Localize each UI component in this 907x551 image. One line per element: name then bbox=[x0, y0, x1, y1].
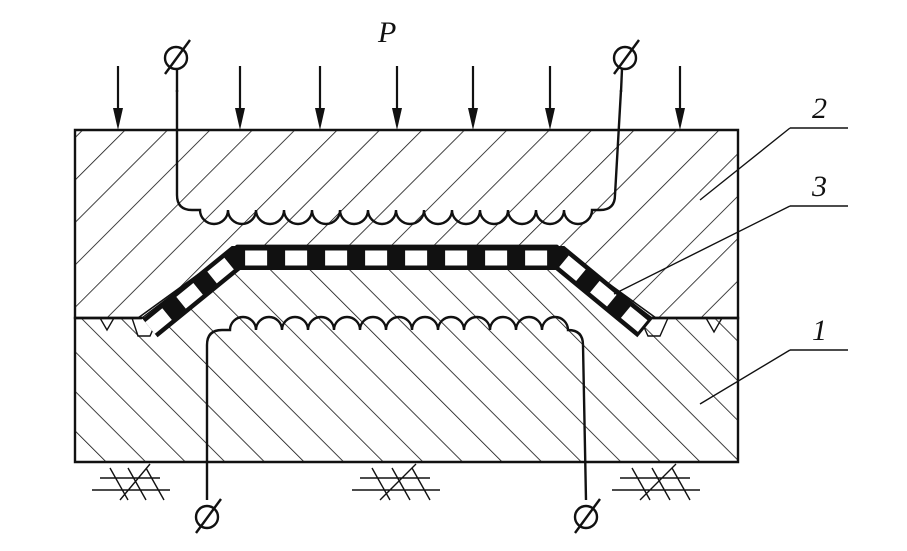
arrow-down-icon bbox=[315, 66, 325, 130]
pressure-label: P bbox=[377, 16, 396, 49]
ground-hatch-icon bbox=[612, 463, 700, 501]
arrow-down-icon bbox=[392, 66, 402, 130]
ground-hatch-icon bbox=[92, 463, 170, 501]
arrow-down-icon bbox=[468, 66, 478, 130]
upper-heating-coil bbox=[175, 89, 623, 226]
terminal-icon bbox=[163, 39, 191, 92]
callout-lower-mold: 1 bbox=[812, 314, 827, 347]
arrow-down-icon bbox=[113, 66, 123, 130]
terminal-icon bbox=[573, 498, 601, 534]
ground-hatch-icon bbox=[352, 463, 440, 501]
terminal-icon bbox=[612, 39, 640, 93]
insulated-conductor bbox=[142, 246, 653, 338]
terminal-icon bbox=[194, 498, 222, 534]
arrow-down-icon bbox=[675, 66, 685, 130]
callout-insulated-conductor: 3 bbox=[811, 170, 827, 203]
arrow-down-icon bbox=[235, 66, 245, 130]
pressure-arrows bbox=[113, 66, 685, 130]
lower-heating-coil bbox=[205, 315, 588, 501]
callout-upper-mold: 2 bbox=[812, 92, 827, 125]
arrow-down-icon bbox=[545, 66, 555, 130]
leader-lines bbox=[613, 127, 848, 405]
